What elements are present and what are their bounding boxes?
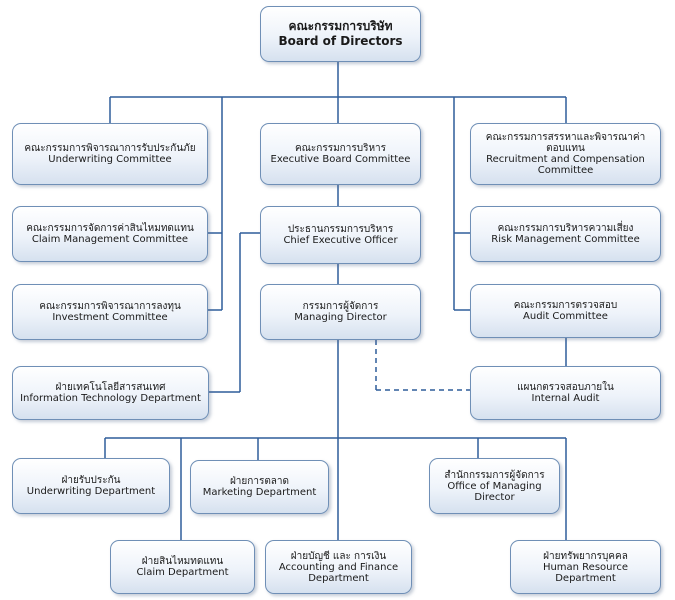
box-label-th: ฝ่ายทรัพยากรบุคคล — [543, 550, 628, 562]
investment-committee: คณะกรรมการพิจารณาการลงทุน Investment Com… — [12, 284, 208, 340]
board-of-directors: คณะกรรมการบริษัท Board of Directors — [260, 6, 421, 62]
box-label-en: Audit Committee — [523, 311, 608, 322]
underwriting-committee: คณะกรรมการพิจารณาการรับประกันภัย Underwr… — [12, 123, 208, 185]
human-resource-department: ฝ่ายทรัพยากรบุคคล Human Resource Departm… — [510, 540, 661, 594]
box-label-en: Claim Department — [136, 567, 229, 578]
managing-director: กรรมการผู้จัดการ Managing Director — [260, 284, 421, 340]
chief-executive-officer: ประธานกรรมการบริหาร Chief Executive Offi… — [260, 206, 421, 264]
box-label-th: แผนกตรวจสอบภายใน — [517, 382, 614, 393]
box-label-en: Accounting and Finance Department — [278, 561, 399, 584]
risk-management-committee: คณะกรรมการบริหารความเสี่ยง Risk Manageme… — [470, 206, 661, 262]
underwriting-department: ฝ่ายรับประกัน Underwriting Department — [12, 458, 170, 514]
box-label-th: ประธานกรรมการบริหาร — [287, 224, 394, 235]
box-label-en: Claim Management Committee — [31, 234, 189, 245]
box-label-th: ฝ่ายบัญชี และ การเงิน — [290, 550, 387, 562]
executive-board-committee: คณะกรรมการบริหาร Executive Board Committ… — [260, 123, 421, 185]
box-label-en: Information Technology Department — [20, 393, 201, 404]
box-label-en: Recruitment and Compensation Committee — [486, 154, 645, 176]
box-label-th: กรรมการผู้จัดการ — [302, 301, 379, 312]
box-label-en: Managing Director — [294, 312, 387, 323]
claim-department: ฝ่ายสินไหมทดแทน Claim Department — [110, 540, 255, 594]
box-label-th: ฝ่ายการตลาด — [229, 476, 290, 487]
box-label-th: คณะกรรมการพิจารณาการรับประกันภัย — [24, 143, 196, 154]
box-label-en: Board of Directors — [278, 34, 403, 48]
marketing-department: ฝ่ายการตลาด Marketing Department — [190, 460, 329, 514]
box-label-en: Marketing Department — [202, 487, 317, 498]
information-technology-department: ฝ่ายเทคโนโลยีสารสนเทศ Information Techno… — [12, 366, 209, 420]
box-label-en: Internal Audit — [531, 393, 600, 404]
box-label-en: Underwriting Department — [26, 486, 156, 497]
audit-committee: คณะกรรมการตรวจสอบ Audit Committee — [470, 284, 661, 338]
box-label-th: ฝ่ายรับประกัน — [61, 475, 121, 486]
box-label-th: คณะกรรมการสรรหาและพิจารณาค่าตอบแทน — [485, 132, 646, 154]
box-label-en: Chief Executive Officer — [283, 235, 398, 246]
box-label-en: Executive Board Committee — [270, 154, 411, 165]
box-label-th: คณะกรรมการตรวจสอบ — [513, 300, 618, 311]
box-label-th: คณะกรรมการบริหาร — [294, 143, 387, 154]
accounting-finance-department: ฝ่ายบัญชี และ การเงิน Accounting and Fin… — [265, 540, 412, 594]
claim-management-committee: คณะกรรมการจัดการค่าสินไหมทดแทน Claim Man… — [12, 206, 208, 262]
box-label-en: Risk Management Committee — [491, 234, 640, 245]
box-label-th: คณะกรรมการบริษัท — [288, 19, 393, 33]
box-label-en: Human Resource Department — [542, 561, 629, 584]
box-label-en: Underwriting Committee — [48, 154, 172, 165]
box-label-th: ฝ่ายสินไหมทดแทน — [141, 556, 224, 567]
box-label-en: Investment Committee — [52, 312, 168, 323]
office-of-managing-director: สำนักกรรมการผู้จัดการ Office of Managing… — [429, 458, 560, 514]
box-label-th: สำนักกรรมการผู้จัดการ — [444, 469, 545, 481]
recruitment-compensation-committee: คณะกรรมการสรรหาและพิจารณาค่าตอบแทน Recru… — [470, 123, 661, 185]
box-label-th: ฝ่ายเทคโนโลยีสารสนเทศ — [55, 382, 166, 393]
box-label-th: คณะกรรมการจัดการค่าสินไหมทดแทน — [26, 223, 194, 234]
box-label-th: คณะกรรมการบริหารความเสี่ยง — [497, 223, 634, 234]
box-label-en: Office of Managing Director — [447, 480, 542, 503]
internal-audit: แผนกตรวจสอบภายใน Internal Audit — [470, 366, 661, 420]
box-label-th: คณะกรรมการพิจารณาการลงทุน — [39, 301, 181, 312]
